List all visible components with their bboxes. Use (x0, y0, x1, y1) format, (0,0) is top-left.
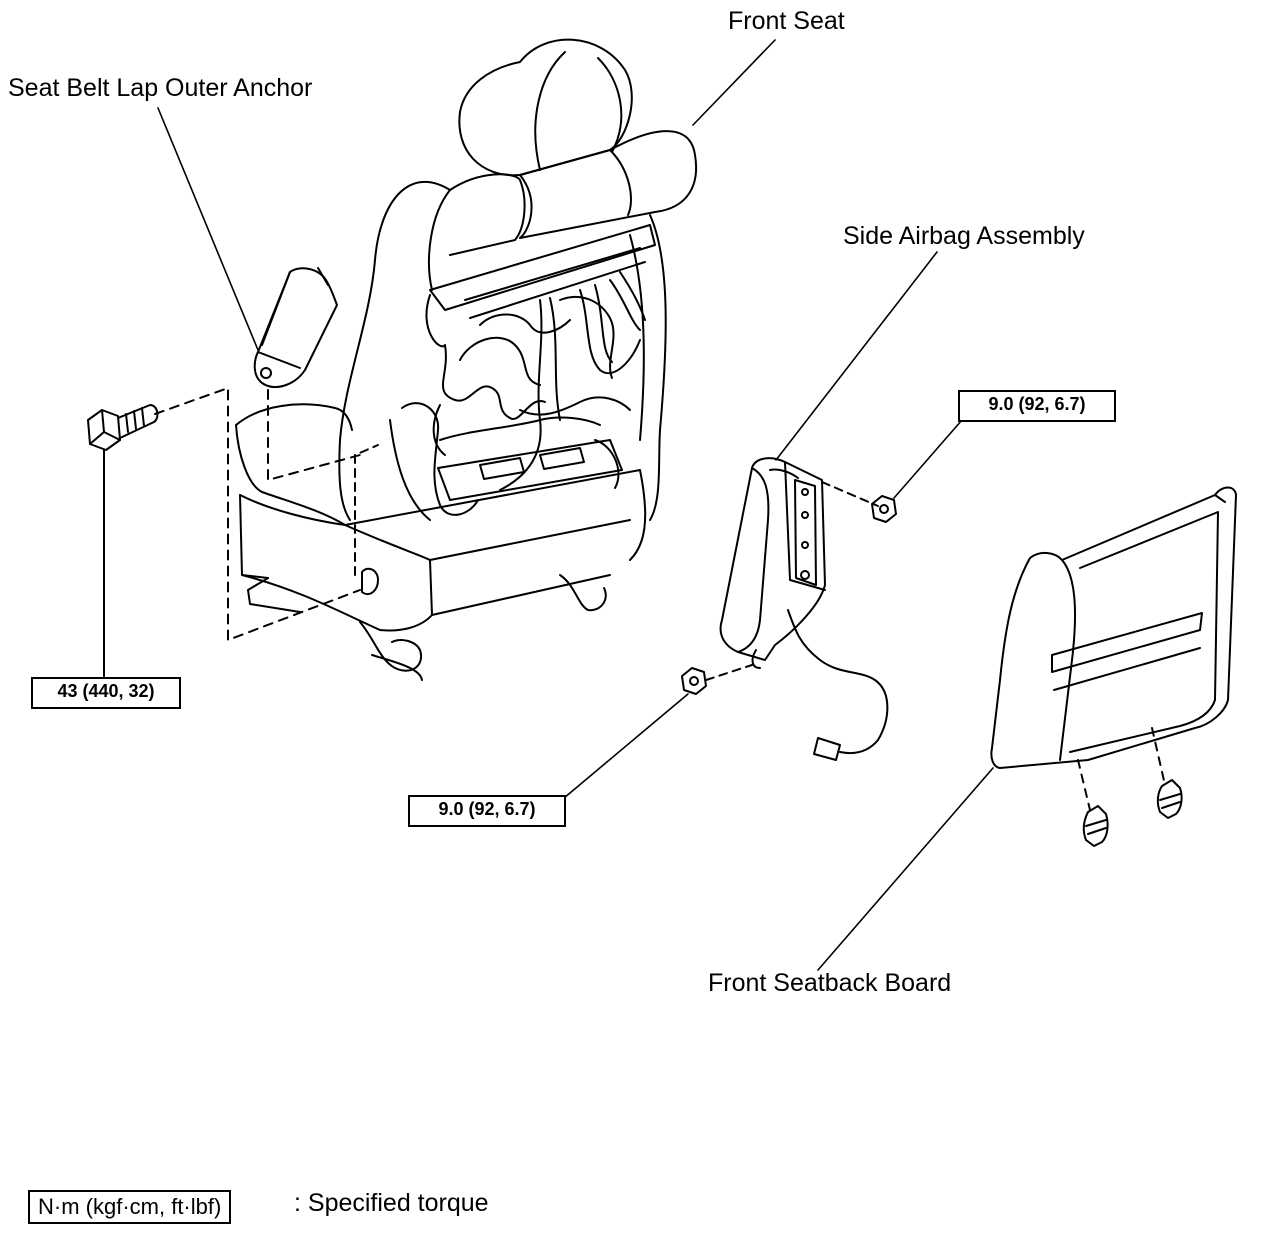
torque-legend-description: : Specified torque (294, 1189, 489, 1217)
seatback-screw-dashes (1077, 727, 1166, 811)
anchor-bolt-torque-box: 43 (440, 32) (31, 677, 181, 709)
side-airbag-illustration (719, 457, 889, 761)
seatback-screw-right (1156, 779, 1183, 819)
anchor-alignment-dashes (154, 387, 361, 641)
torque-unit-legend-box: N·m (kgf·cm, ft·lbf) (28, 1190, 232, 1224)
airbag-nut-upper-dash (821, 481, 879, 507)
front-seatback-board-label: Front Seatback Board (708, 969, 952, 997)
lower-nut-illustration (681, 667, 707, 695)
lower-nut-torque-box: 9.0 (92, 6.7) (408, 795, 566, 827)
upper-nut-torque-box: 9.0 (92, 6.7) (958, 390, 1116, 422)
callout-leaders (157, 39, 994, 971)
anchor-bolt-illustration (87, 404, 159, 451)
front-seat-illustration (235, 38, 697, 681)
seat-belt-anchor-illustration (253, 267, 338, 388)
upper-nut-illustration (871, 495, 897, 523)
airbag-nut-lower-dash (705, 664, 753, 681)
seatback-board-illustration (990, 486, 1237, 769)
side-airbag-label: Side Airbag Assembly (843, 222, 1085, 250)
seat-belt-anchor-label: Seat Belt Lap Outer Anchor (8, 74, 313, 102)
seatback-screw-left (1082, 805, 1109, 847)
front-seat-label: Front Seat (728, 7, 845, 35)
